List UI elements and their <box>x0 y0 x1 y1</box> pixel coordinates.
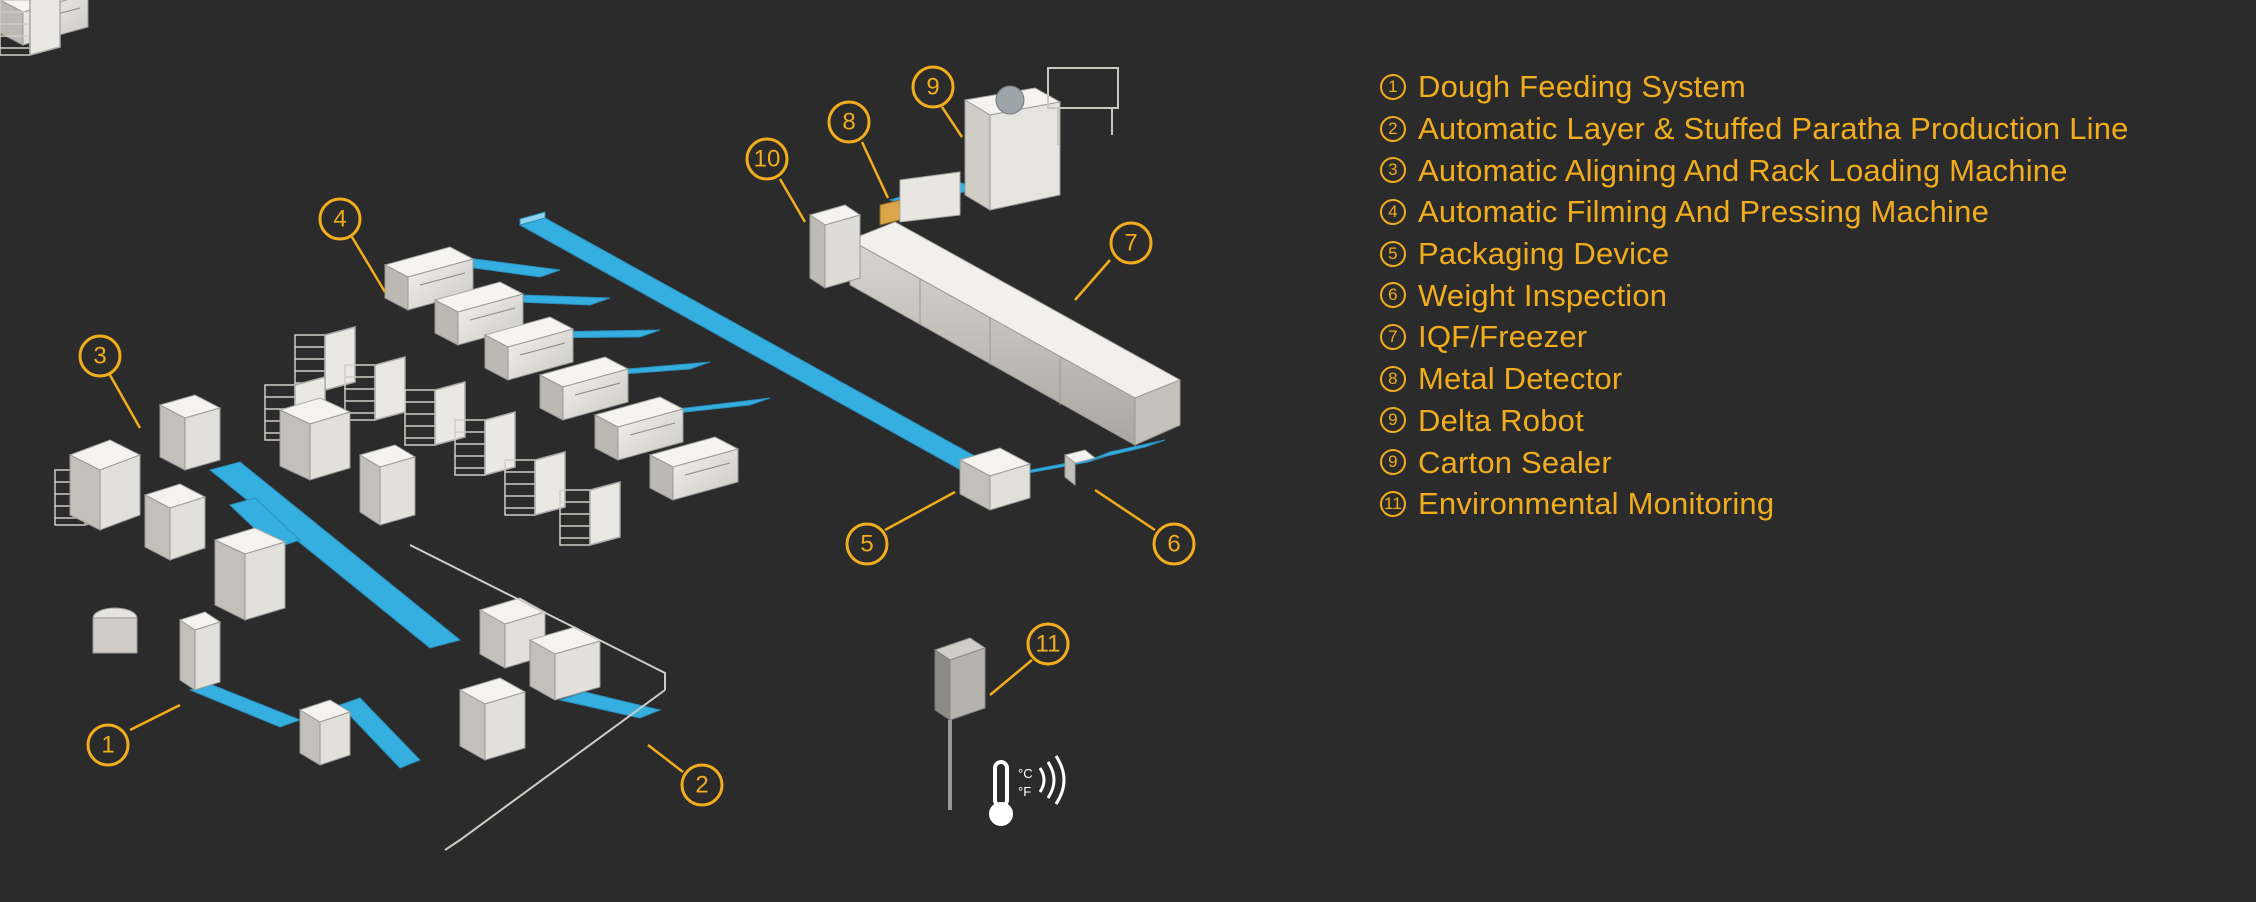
legend-label: Packaging Device <box>1418 236 1670 272</box>
legend-item: 4 Automatic Filming And Pressing Machine <box>1380 191 2230 233</box>
svg-text:2: 2 <box>695 772 708 799</box>
aligning-machines <box>68 394 417 531</box>
callout-8: 8 <box>827 100 890 199</box>
svg-text:4: 4 <box>333 206 346 233</box>
legend-number: 6 <box>1380 282 1406 309</box>
production-line-diagram: °C °F 1 2 3 4 5 6 7 8 9 10 11 <box>0 0 1196 851</box>
legend-number: 1 <box>1380 73 1406 100</box>
callout-10: 10 <box>745 137 807 223</box>
callout-2: 2 <box>647 744 724 807</box>
callout-11: 11 <box>989 622 1070 696</box>
svg-text:1: 1 <box>101 732 114 759</box>
legend-label: Dough Feeding System <box>1418 69 1746 105</box>
legend-item: 5 Packaging Device <box>1380 233 2230 275</box>
packaging-device <box>958 447 1032 511</box>
dough-feeding <box>92 607 352 766</box>
delta-robot <box>963 67 1119 211</box>
thermometer-icon <box>989 755 1066 826</box>
svg-text:6: 6 <box>1167 531 1180 558</box>
iqf-freezer <box>848 221 1182 446</box>
svg-text:11: 11 <box>1036 631 1061 658</box>
legend-number: 9 <box>1380 449 1406 476</box>
legend-number: 11 <box>1380 490 1406 517</box>
legend-item: 8 Metal Detector <box>1380 358 2230 400</box>
legend-item: 9 Delta Robot <box>1380 400 2230 442</box>
legend-number: 9 <box>1380 407 1406 434</box>
callout-7: 7 <box>1074 221 1153 301</box>
legend-label: Delta Robot <box>1418 402 1584 438</box>
legend: 1 Dough Feeding System 2 Automatic Layer & … <box>1380 66 2230 525</box>
svg-text:7: 7 <box>1124 230 1137 257</box>
celsius-label: °C <box>1018 766 1033 781</box>
legend-item: 2 Automatic Layer & Stuffed Paratha Produ… <box>1380 108 2230 150</box>
legend-label: Environmental Monitoring <box>1418 486 1775 522</box>
legend-label: Weight Inspection <box>1418 277 1668 313</box>
rack-loaders <box>0 0 621 546</box>
svg-text:9: 9 <box>926 74 939 101</box>
callout-3: 3 <box>78 334 142 429</box>
svg-text:3: 3 <box>93 343 106 370</box>
legend-item: 1 Dough Feeding System <box>1380 66 2230 108</box>
legend-item: 11 Environmental Monitoring <box>1380 483 2230 525</box>
legend-number: 5 <box>1380 240 1406 267</box>
legend-item: 3 Automatic Aligning And Rack Loading Mac… <box>1380 149 2230 191</box>
legend-item: 9 Carton Sealer <box>1380 441 2230 483</box>
callout-1: 1 <box>86 703 181 767</box>
legend-label: Automatic Layer & Stuffed Paratha Produc… <box>1418 111 2129 147</box>
callout-6: 6 <box>1094 488 1196 566</box>
svg-text:5: 5 <box>860 531 873 558</box>
carton-unit <box>808 204 862 289</box>
legend-number: 8 <box>1380 365 1406 392</box>
legend-item: 6 Weight Inspection <box>1380 274 2230 316</box>
legend-label: Automatic Aligning And Rack Loading Mach… <box>1418 152 2068 188</box>
legend-number: 2 <box>1380 115 1406 142</box>
paratha-line <box>143 483 666 851</box>
legend-label: Metal Detector <box>1418 361 1623 397</box>
legend-item: 7 IQF/Freezer <box>1380 316 2230 358</box>
legend-label: IQF/Freezer <box>1418 319 1588 355</box>
weight-inspection <box>1063 449 1097 487</box>
legend-number: 3 <box>1380 157 1406 184</box>
callout-5: 5 <box>845 490 956 566</box>
legend-label: Carton Sealer <box>1418 444 1612 480</box>
legend-number: 4 <box>1380 198 1406 225</box>
legend-number: 7 <box>1380 323 1406 350</box>
callout-4: 4 <box>318 197 387 293</box>
svg-text:8: 8 <box>842 109 855 136</box>
environmental-monitor <box>933 637 987 810</box>
fahrenheit-label: °F <box>1018 784 1031 799</box>
svg-text:10: 10 <box>754 146 781 173</box>
metal-detector <box>879 171 961 226</box>
filming-machines <box>0 0 739 501</box>
callout-9: 9 <box>911 65 964 138</box>
legend-label: Automatic Filming And Pressing Machine <box>1418 194 1990 230</box>
